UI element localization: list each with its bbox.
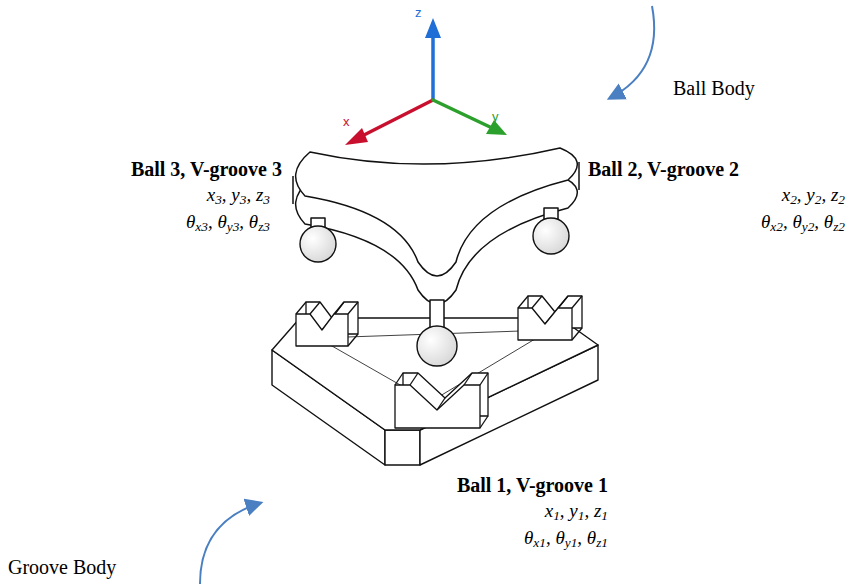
pointer-arrow — [200, 503, 260, 584]
ball-body — [293, 148, 579, 328]
axis-label: x — [343, 115, 350, 129]
coordinate-label: θx1, θy1, θz1 — [524, 528, 608, 551]
coordinate-label: x1, y1, z1 — [545, 501, 608, 524]
body-label: Ball Body — [673, 77, 755, 99]
ball — [300, 218, 569, 366]
ball-groove-label: Ball 2, V-groove 2 — [588, 158, 739, 180]
coordinate-label: x3, y3, z3 — [207, 185, 270, 208]
pointer-arrow — [610, 6, 654, 98]
ball-groove-label: Ball 1, V-groove 1 — [457, 474, 608, 496]
body-label: Groove Body — [8, 556, 116, 578]
coordinate-label: θx2, θy2, θz2 — [761, 212, 845, 235]
ball-groove-label: Ball 3, V-groove 3 — [131, 158, 282, 180]
coordinate-label: θx3, θy3, θz3 — [186, 212, 270, 235]
axis-label: z — [415, 6, 422, 20]
axis-label: y — [492, 110, 499, 124]
v-groove — [296, 296, 582, 428]
coordinate-axes — [345, 18, 507, 145]
coordinate-label: x2, y2, z2 — [782, 185, 845, 208]
